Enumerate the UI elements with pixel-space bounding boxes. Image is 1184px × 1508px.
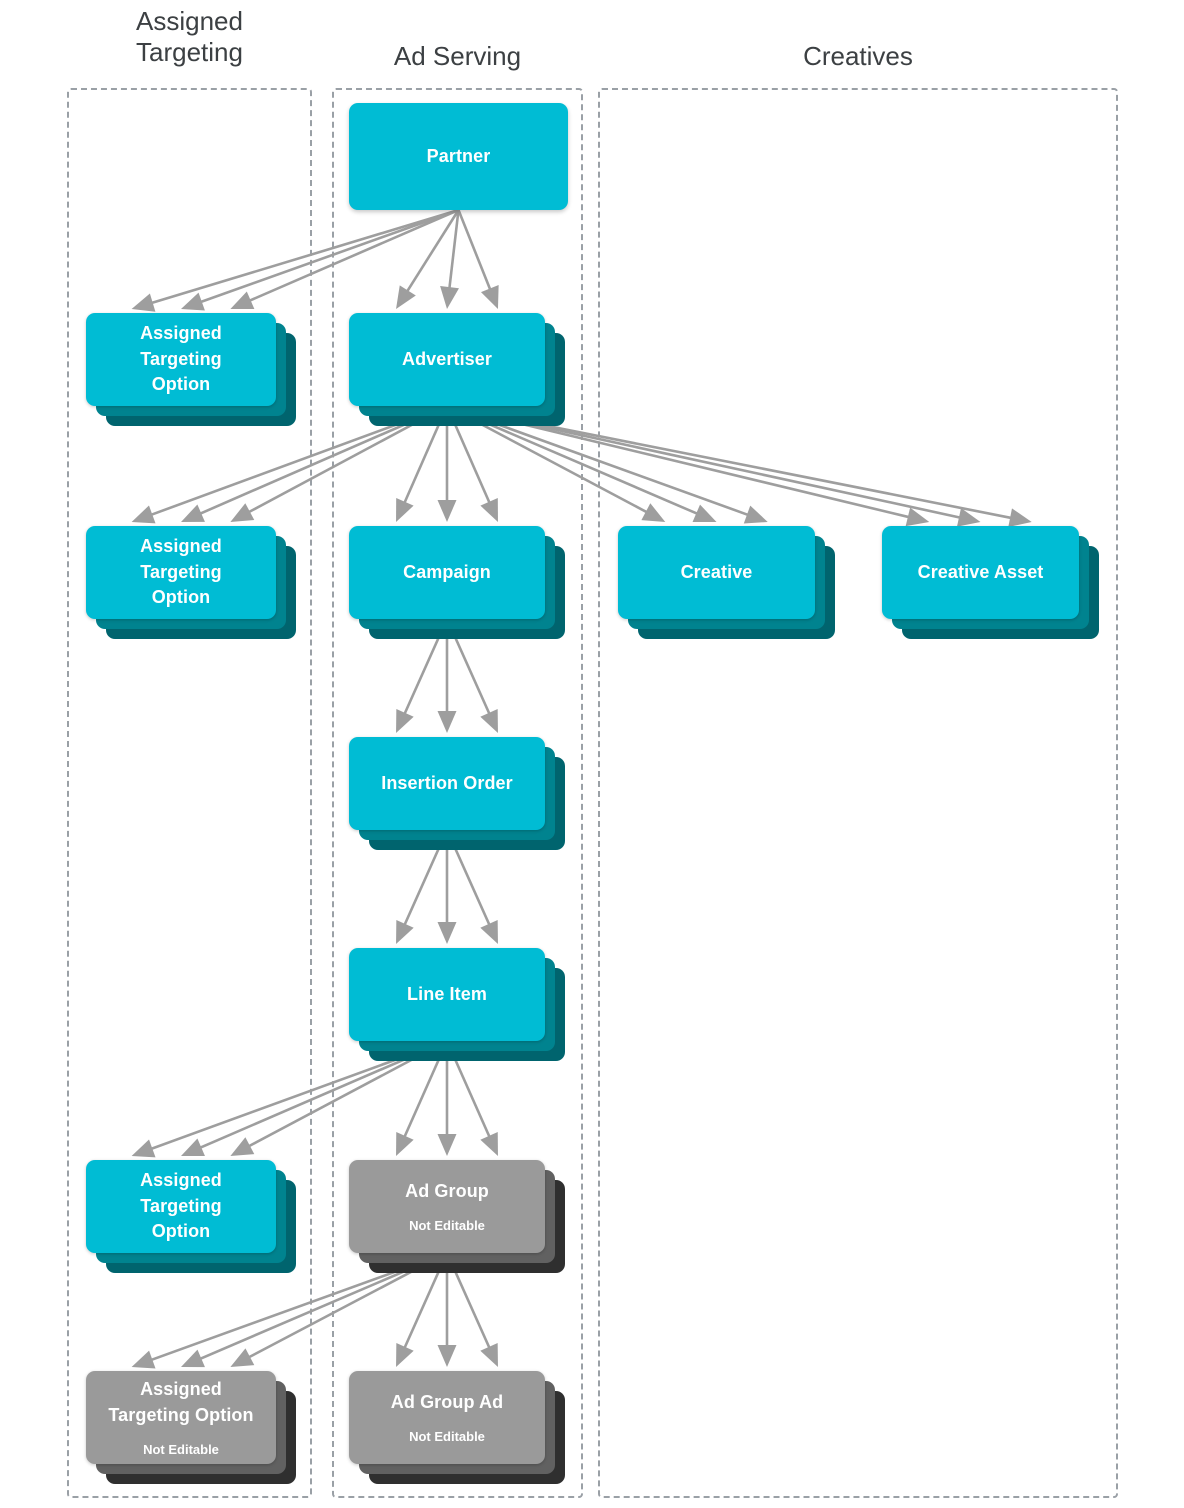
lane-assigned-targeting: [67, 88, 312, 1498]
column-header-line: Targeting: [136, 36, 243, 67]
column-header-assigned-targeting: Assigned Targeting: [67, 6, 312, 67]
node-advertiser[interactable]: Advertiser: [349, 313, 565, 426]
node-not-editable-label: Not Editable: [409, 1218, 485, 1234]
column-header-ad-serving: Ad Serving: [332, 41, 583, 72]
node-title: Creative: [680, 561, 753, 582]
node-title: Ad Group Ad: [390, 1391, 504, 1412]
node-not-editable-label: Not Editable: [143, 1442, 219, 1458]
node-campaign[interactable]: Campaign: [349, 526, 565, 639]
node-title: Ad Group: [405, 1180, 489, 1201]
node-creative[interactable]: Creative: [618, 526, 835, 639]
card-front-layer[interactable]: Campaign: [349, 526, 545, 619]
node-title: Campaign: [403, 561, 491, 582]
card-front-layer[interactable]: Line Item: [349, 948, 545, 1041]
node-title: Partner: [426, 145, 491, 166]
column-header-creatives: Creatives: [598, 41, 1118, 72]
node-title: Creative Asset: [917, 561, 1044, 582]
node-insertion-order[interactable]: Insertion Order: [349, 737, 565, 850]
lane-creatives: [598, 88, 1118, 1498]
card-front-layer[interactable]: Partner: [349, 103, 568, 210]
node-title: Insertion Order: [381, 772, 513, 793]
node-not-editable-label: Not Editable: [409, 1429, 485, 1445]
lane-ad-serving: [332, 88, 583, 1498]
column-header-line: Creatives: [803, 41, 913, 71]
node-title: Advertiser: [401, 348, 493, 369]
node-creative-asset[interactable]: Creative Asset: [882, 526, 1099, 639]
node-ad-group-ad[interactable]: Ad Group Ad Not Editable: [349, 1371, 565, 1484]
card-front-layer[interactable]: Creative Asset: [882, 526, 1079, 619]
column-header-line: Ad Serving: [393, 41, 522, 71]
card-front-layer[interactable]: Insertion Order: [349, 737, 545, 830]
node-partner[interactable]: Partner: [349, 103, 568, 210]
card-front-layer[interactable]: Creative: [618, 526, 815, 619]
card-front-layer[interactable]: Advertiser: [349, 313, 545, 406]
node-line-item[interactable]: Line Item: [349, 948, 565, 1061]
node-title: Line Item: [407, 983, 487, 1004]
card-front-layer[interactable]: Ad Group Ad Not Editable: [349, 1371, 545, 1464]
column-header-line: Assigned: [136, 6, 243, 36]
